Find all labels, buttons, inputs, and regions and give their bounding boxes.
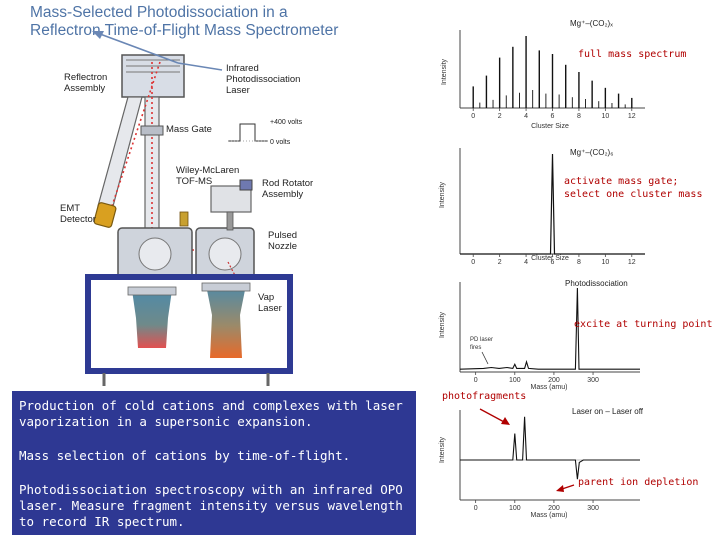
spectrum-2-ticks: 0 2 4 6 8 10 12 — [471, 254, 636, 266]
spectrum-1-peaks — [472, 36, 633, 108]
detector-flight-tube — [97, 96, 143, 211]
spectrum-3-tick-label: 300 — [587, 377, 599, 384]
label-vap-laser: Vap Laser — [258, 292, 282, 314]
spectrum-3: Intensity Mass (amu) Photodissociation P… — [439, 279, 640, 391]
spectrum-1-species: Mg⁺–(CO₂)ₓ — [570, 19, 613, 28]
spectrum-2-tick-label: 2 — [498, 259, 502, 266]
spectrum-4: Intensity Mass (amu) Laser on – Laser of… — [439, 407, 644, 519]
chamber-port — [208, 237, 242, 271]
spectrum-2-tick-label: 6 — [551, 259, 555, 266]
spectrum-3-ylabel: Intensity — [439, 311, 446, 338]
note-full-mass-spectrum: full mass spectrum — [578, 49, 687, 60]
spectra-stack: Intensity Cluster Size Mg⁺–(CO₂)ₓ 0 2 4 6 8 1… — [439, 19, 645, 519]
description-para-3: Photodissociation spectroscopy with an i… — [19, 482, 403, 529]
note-excite-turning-point: excite at turning point — [574, 319, 713, 330]
pump-flange-left — [127, 286, 177, 296]
spectrum-2-trace — [460, 153, 645, 255]
spectrum-2-ylabel: Intensity — [439, 181, 446, 208]
label-tof-ms: Wiley-McLaren TOF-MS — [176, 165, 240, 187]
label-pulsed-nozzle: Pulsed Nozzle — [268, 230, 298, 252]
spectrum-2-tick-label: 10 — [601, 259, 609, 266]
spectrum-1-ticks: 0 2 4 6 8 10 12 — [471, 108, 636, 120]
spectrum-1-tick-label: 12 — [628, 113, 636, 120]
chamber-port — [138, 237, 172, 271]
label-emt-detector: EMT Detector — [60, 203, 96, 225]
pd-laser-pointer — [481, 351, 489, 365]
description-para-2: Mass selection of cations by time-of-fli… — [19, 448, 351, 463]
note-activate-mass-gate: activate mass gate; select one cluster m… — [564, 176, 703, 200]
description-panel: Production of cold cations and complexes… — [12, 391, 416, 535]
spectrum-2: Intensity Cluster Size Mg⁺–(CO₂)₆ 0 2 4 6 8 1… — [439, 148, 645, 266]
pd-laser-label-line-1: PD laser — [470, 337, 493, 343]
page-title: Mass-Selected Photodissociation in a Ref… — [30, 4, 410, 40]
label-rod-rotator: Rod Rotator Assembly — [262, 178, 314, 200]
spectrum-3-xlabel: Mass (amu) — [531, 384, 568, 391]
label-plus-400-volts: +400 volts — [270, 119, 303, 126]
diffusion-pump-left — [132, 290, 172, 348]
spectrum-1-tick-label: 0 — [471, 113, 475, 120]
title-line-1: Mass-Selected Photodissociation in a — [30, 4, 288, 21]
depletion-arrowhead — [556, 485, 564, 492]
spectrum-1-tick-label: 2 — [498, 113, 502, 120]
spectrum-3-tick-label: 100 — [509, 377, 521, 384]
spectrum-4-tick-label: 100 — [509, 505, 521, 512]
spectrum-2-tick-label: 0 — [471, 259, 475, 266]
spectrum-1-xlabel: Cluster Size — [531, 123, 569, 130]
spectrum-2-tick-label: 4 — [524, 259, 528, 266]
spectrum-3-tick-label: 200 — [548, 377, 560, 384]
spectrum-3-ticks: 0 100 200 300 — [474, 372, 599, 384]
ion-path — [109, 61, 161, 213]
spectrum-2-tick-label: 12 — [628, 259, 636, 266]
spectrum-1-tick-label: 8 — [577, 113, 581, 120]
apparatus-diagram — [85, 31, 293, 386]
spectrum-1-ylabel: Intensity — [441, 58, 448, 85]
spectrum-1-tick-label: 10 — [601, 113, 609, 120]
tof-ion-optics — [179, 211, 189, 227]
emt-detector — [93, 202, 117, 228]
spectrum-3-trace — [459, 287, 640, 370]
note-parent-ion-depletion: parent ion depletion — [578, 477, 699, 488]
spectrum-4-tick-label: 200 — [548, 505, 560, 512]
spectrum-1: Intensity Cluster Size Mg⁺–(CO₂)ₓ 0 2 4 6 8 1… — [441, 19, 645, 130]
spectrum-4-tick-label: 0 — [474, 505, 478, 512]
label-ir-laser: Infrared Photodissociation Laser — [226, 63, 301, 96]
title-line-2: Reflectron Time-of-Flight Mass Spectrome… — [30, 22, 339, 39]
note-photofragments: photofragments — [442, 391, 527, 402]
description-para-1: Production of cold cations and complexes… — [19, 398, 403, 429]
spectrum-4-xlabel: Mass (amu) — [531, 512, 568, 519]
pulsed-nozzle-body — [226, 211, 234, 231]
ir-laser-beam — [177, 62, 223, 71]
pd-laser-label-line-2: fires — [470, 345, 481, 351]
spectrum-2-xlabel: Cluster Size — [531, 255, 569, 262]
ir-laser-arrowhead — [92, 31, 104, 39]
gate-pulse-waveform — [228, 123, 268, 142]
spectrum-4-tick-label: 300 — [587, 505, 599, 512]
diffusion-pump-right — [206, 285, 246, 358]
spectrum-4-ticks: 0 100 200 300 — [474, 500, 599, 512]
pump-flange-right — [201, 282, 251, 292]
spectrum-2-species: Mg⁺–(CO₂)₆ — [570, 148, 613, 157]
label-zero-volts: 0 volts — [270, 139, 291, 146]
label-reflectron-assembly: Reflectron Assembly — [64, 72, 108, 94]
spectrum-4-ylabel: Intensity — [439, 436, 446, 463]
rod-rotator-motor — [239, 179, 253, 191]
spectrum-4-legend: Laser on – Laser off — [572, 407, 644, 416]
spectrum-3-tick-label: 0 — [474, 377, 478, 384]
label-mass-gate: Mass Gate — [166, 124, 212, 135]
spectrum-1-tick-label: 6 — [551, 113, 555, 120]
pump-table-frame — [85, 274, 293, 374]
spectrum-3-heading: Photodissociation — [565, 279, 628, 288]
photofragments-arrow — [479, 408, 507, 424]
ir-laser-beam — [99, 33, 179, 64]
mass-gate — [140, 125, 164, 136]
spectrum-4-trace — [460, 416, 640, 480]
spectrum-2-tick-label: 8 — [577, 259, 581, 266]
spectrum-1-tick-label: 4 — [524, 113, 528, 120]
photofragments-arrowhead — [501, 417, 510, 425]
